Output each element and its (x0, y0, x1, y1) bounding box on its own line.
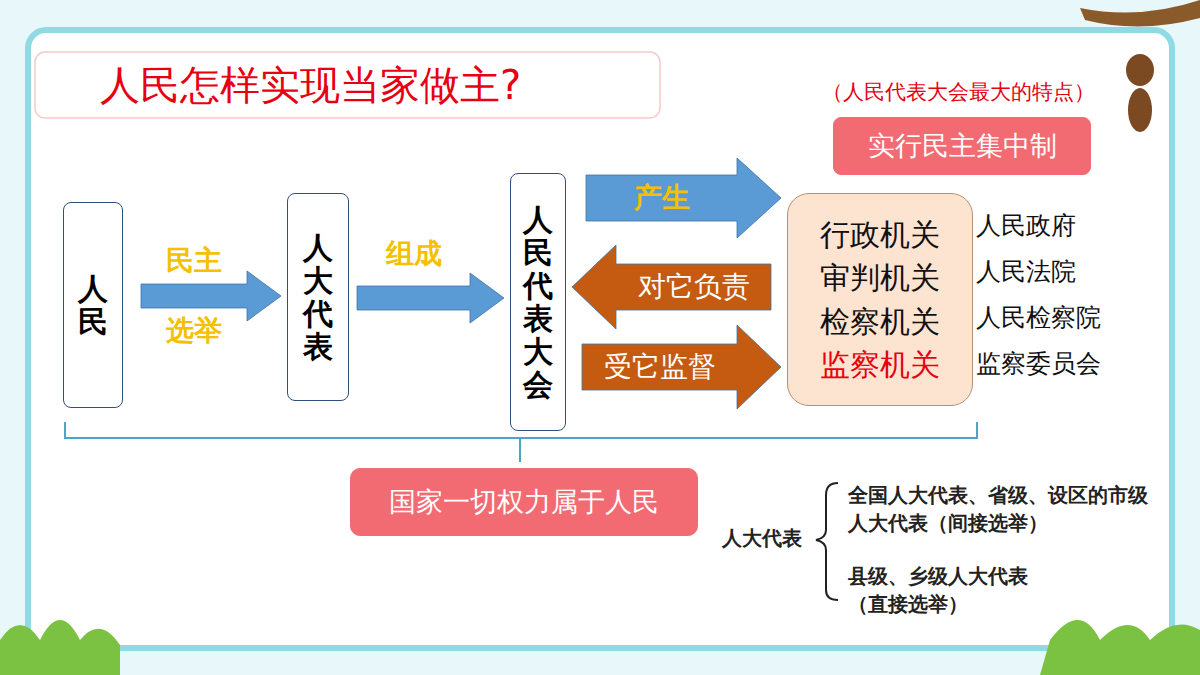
box-text: 监察机关 (820, 343, 940, 387)
text-box: 国家一切权力属于人民 (350, 468, 698, 536)
text-box: 人民代表大会 (510, 173, 566, 431)
note-label: 县级、乡级人大代表（直接选举） (848, 562, 1048, 618)
edge-label: 民主 选举 (165, 226, 224, 366)
brace (816, 483, 838, 600)
note-label: 监察委员会 (976, 346, 1101, 381)
title-box (35, 52, 660, 118)
text-box: 人民 (63, 202, 123, 408)
note-label: 人民政府 (976, 208, 1076, 243)
grass (1040, 620, 1200, 675)
box-text: 人大代表 (303, 231, 333, 363)
box-text: 审判机关 (820, 256, 940, 300)
text-box: 实行民主集中制 (833, 117, 1091, 175)
box-text: 检察机关 (820, 300, 940, 344)
block-arrow (572, 245, 771, 329)
note-label: 人民法院 (976, 254, 1076, 289)
monkey (1126, 54, 1154, 86)
text-box: 人大代表 (287, 193, 349, 401)
block-arrow (586, 158, 781, 238)
frame (28, 30, 1172, 648)
note-label: 全国人大代表、省级、设区的市级人大代表（间接选举） (848, 481, 1160, 537)
note-label: （人民代表大会最大的特点） (822, 78, 1095, 107)
block-arrow (357, 273, 504, 323)
note-label: 人民检察院 (976, 300, 1101, 335)
box-text: 人民代表大会 (523, 203, 553, 401)
block-arrow (582, 325, 781, 409)
title: 人民怎样实现当家做主? (100, 60, 521, 110)
monkey-body (1128, 88, 1152, 132)
box-text: 人民 (78, 272, 108, 338)
grass (0, 620, 120, 675)
box-text: 实行民主集中制 (868, 126, 1057, 165)
text-box: 行政机关审判机关检察机关监察机关 (787, 193, 973, 406)
box-text: 国家一切权力属于人民 (389, 482, 659, 521)
edge-label: 受它监督 (604, 350, 716, 384)
block-arrow (141, 271, 281, 321)
branch (1080, 0, 1200, 27)
note-label: 人大代表 (722, 524, 802, 552)
box-text: 行政机关 (820, 213, 940, 257)
edge-label: 组成 (386, 237, 442, 271)
edge-label: 产生 (634, 181, 690, 215)
edge-label: 对它负责 (638, 270, 750, 304)
